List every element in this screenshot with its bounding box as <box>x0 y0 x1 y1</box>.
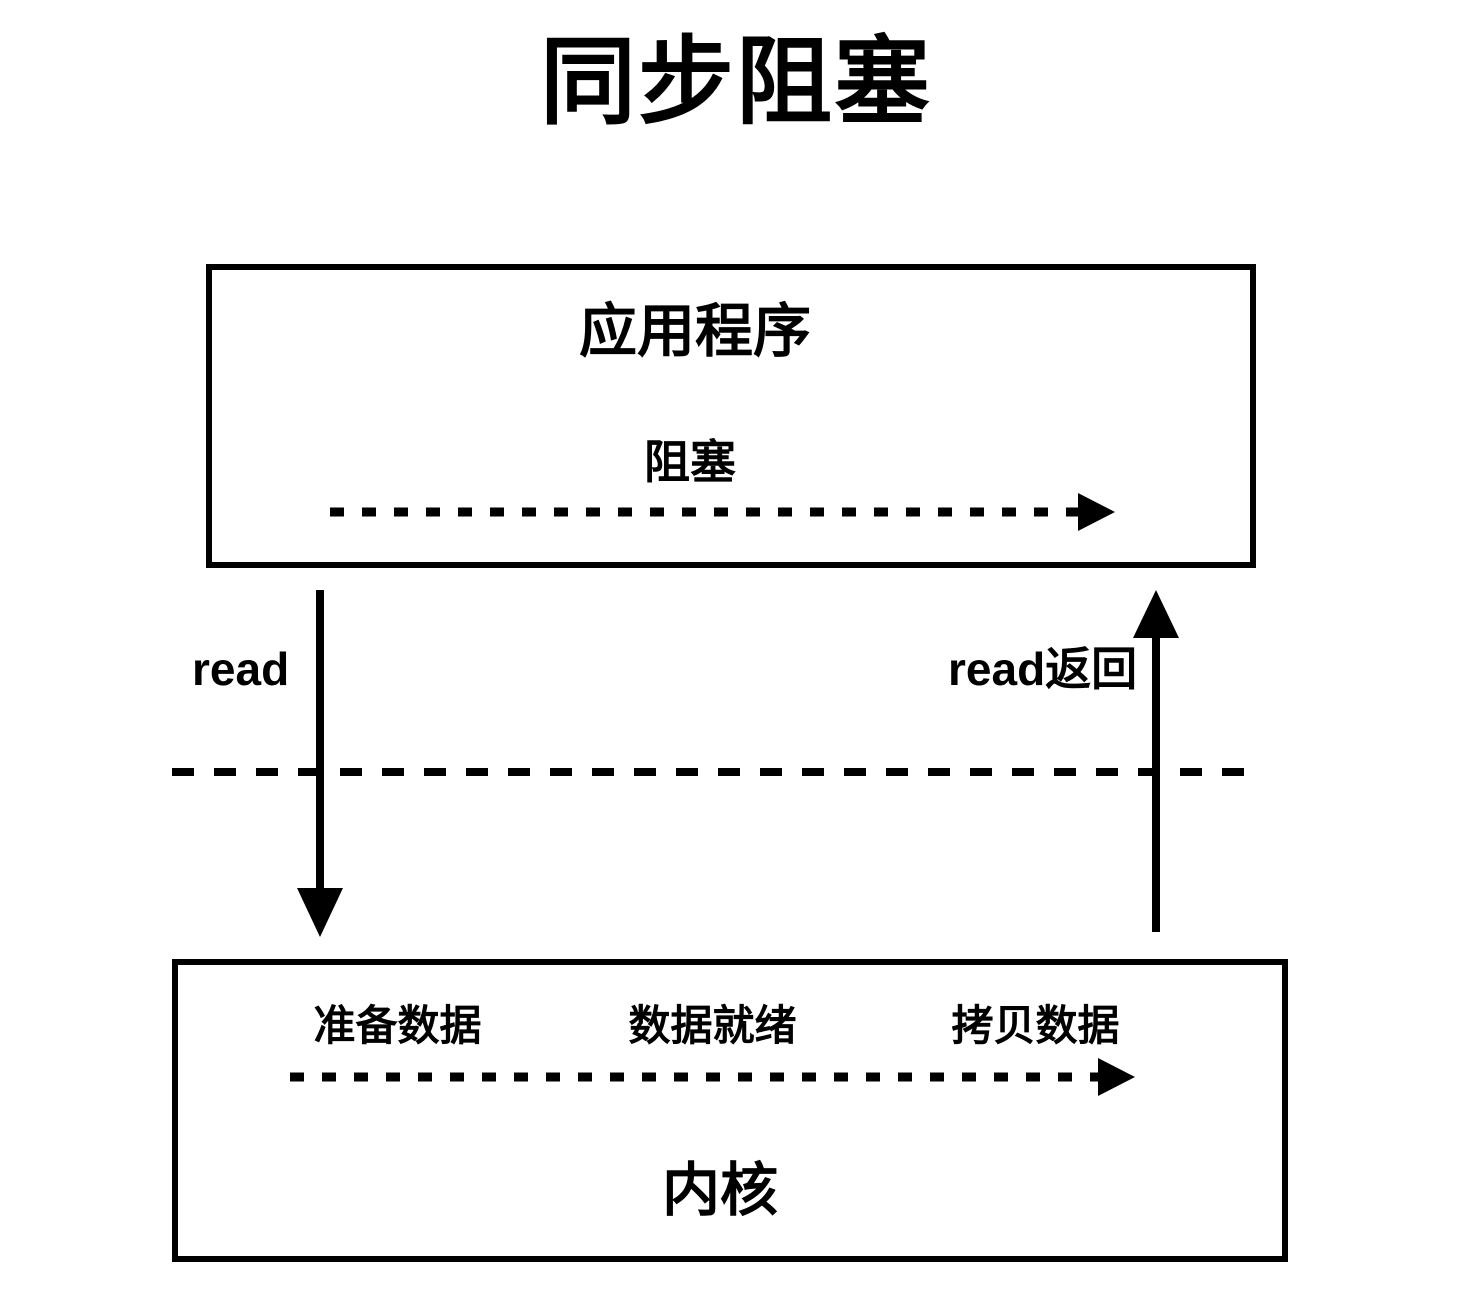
kernel-phase-prepare-data-label: 准备数据 <box>313 1002 482 1049</box>
page-title: 同步阻塞 <box>540 29 932 136</box>
kernel-layer-box <box>172 959 1288 1262</box>
application-layer-label: 应用程序 <box>578 299 811 364</box>
read-return-label: read返回 <box>948 643 1138 695</box>
read-syscall-arrow <box>297 590 343 937</box>
kernel-phase-data-ready-label: 数据就绪 <box>628 1002 797 1049</box>
read-return-arrow <box>1133 590 1179 932</box>
application-layer-box <box>206 264 1256 568</box>
kernel-layer-label: 内核 <box>661 1158 778 1223</box>
kernel-phase-copy-data-label: 拷贝数据 <box>951 1002 1120 1049</box>
read-syscall-label: read <box>192 643 290 695</box>
blocking-state-label: 阻塞 <box>644 436 736 488</box>
